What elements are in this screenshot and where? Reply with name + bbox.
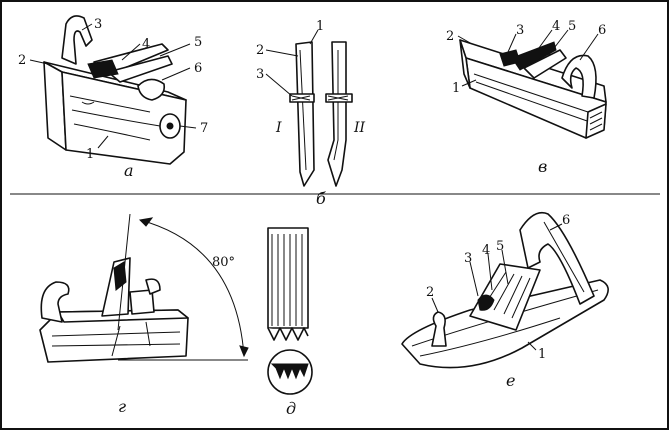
figure-a-label-7: 7: [200, 121, 208, 136]
figure-v-label-3: 3: [516, 23, 524, 38]
figure-b-variant-II: II: [353, 120, 366, 136]
figure-v-label-4: 4: [552, 19, 560, 34]
figure-e-label-5: 5: [496, 239, 504, 254]
figure-b-blade-I: [289, 41, 315, 187]
figure-a-plane: [43, 15, 187, 165]
figure-e-label-3: 3: [464, 251, 472, 266]
figure-a-label-3: 3: [94, 17, 102, 32]
figure-b-variant-I: I: [275, 120, 282, 136]
figure-b-leaders: [265, 29, 319, 97]
figure-a-leaders: [29, 23, 197, 149]
figure-g-angle-indicator: [117, 213, 249, 361]
figure-v-label-6: 6: [598, 23, 606, 38]
figure-a-label-5: 5: [194, 35, 202, 50]
figure-a-label-1: 1: [86, 147, 94, 162]
figure-a-label-2: 2: [18, 53, 26, 68]
figure-e-leaders: [431, 223, 563, 351]
figure-g-caption: г: [118, 397, 126, 416]
figure-a-label-6: 6: [194, 61, 202, 76]
figure-v-label-2: 2: [446, 29, 454, 44]
figure-a-caption: а: [124, 161, 134, 180]
figure-b-blade-II: [325, 41, 353, 187]
figure-e-label-6: 6: [562, 213, 570, 228]
figure-b-label-2: 2: [256, 43, 264, 58]
figure-v-label-1: 1: [452, 81, 460, 96]
figure-v-plane: [459, 39, 607, 139]
figure-b-label-3: 3: [256, 67, 264, 82]
figure-e-label-2: 2: [426, 285, 434, 300]
figure-a-label-4: 4: [142, 37, 150, 52]
figure-e-caption: е: [506, 371, 515, 390]
figure-b-label-1: 1: [316, 19, 324, 34]
figure-v-leaders: [457, 29, 599, 87]
figure-d-caption: д: [286, 399, 296, 418]
figure-b-caption: б: [316, 189, 326, 208]
figure-g-plane: [39, 257, 189, 363]
figure-g-angle-label: 80°: [212, 255, 235, 270]
figure-d-toothed-blade: [267, 227, 313, 395]
figure-e-metal-plane: [401, 211, 609, 369]
figure-v-label-5: 5: [568, 19, 576, 34]
figure-e-label-4: 4: [482, 243, 490, 258]
figure-e-label-1: 1: [538, 347, 546, 362]
figure-v-caption: в: [538, 157, 547, 176]
